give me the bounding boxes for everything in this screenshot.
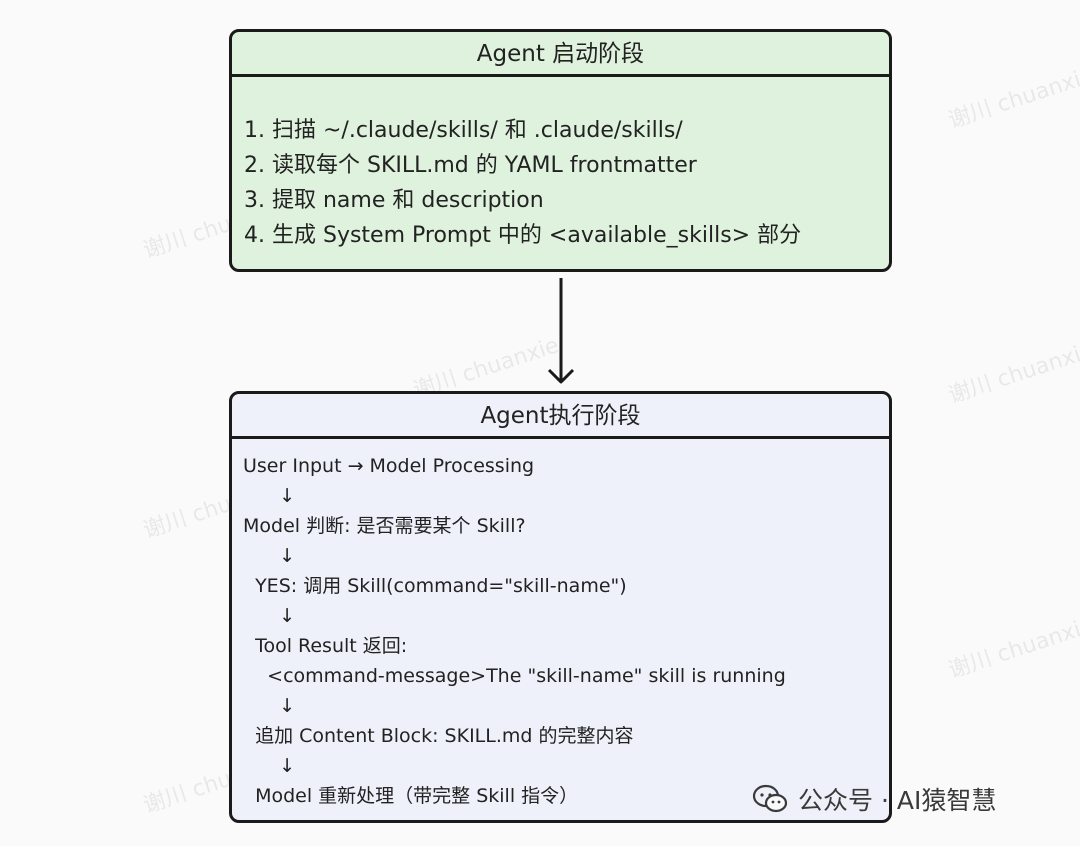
execution-phase-title: Agent执行阶段 bbox=[232, 394, 889, 439]
startup-phase-title: Agent 启动阶段 bbox=[232, 32, 889, 77]
flow-arrow: ↓ bbox=[243, 485, 296, 507]
startup-phase-box: Agent 启动阶段 1. 扫描 ~/.claude/skills/ 和 .cl… bbox=[229, 29, 892, 272]
flow-arrow: ↓ bbox=[243, 755, 296, 777]
flow-line: Model 重新处理（带完整 Skill 指令） bbox=[243, 785, 579, 807]
flow-line: Tool Result 返回: bbox=[243, 635, 408, 657]
execution-phase-box: Agent执行阶段 User Input → Model Processing … bbox=[229, 391, 892, 823]
startup-step: 3. 提取 name 和 description bbox=[244, 188, 544, 213]
flow-line: Model 判断: 是否需要某个 Skill? bbox=[243, 515, 526, 537]
flow-arrow: ↓ bbox=[243, 605, 296, 627]
flow-arrow: ↓ bbox=[243, 695, 296, 717]
wechat-icon bbox=[752, 784, 788, 813]
watermark: 谢川 chuanxie bbox=[945, 63, 1080, 134]
flow-line: 追加 Content Block: SKILL.md 的完整内容 bbox=[243, 725, 634, 747]
watermark: 谢川 chuanxie bbox=[945, 338, 1080, 409]
flow-line: User Input → Model Processing bbox=[243, 455, 535, 477]
startup-step: 1. 扫描 ~/.claude/skills/ 和 .claude/skills… bbox=[244, 118, 683, 143]
account-name: 公众号 · AI猿智慧 bbox=[798, 786, 997, 815]
startup-step: 4. 生成 System Prompt 中的 <available_skills… bbox=[244, 223, 802, 248]
wechat-account-badge: 公众号 · AI猿智慧 bbox=[752, 781, 996, 817]
flow-line: YES: 调用 Skill(command="skill-name") bbox=[243, 575, 627, 597]
flow-line: <command-message>The "skill-name" skill … bbox=[243, 665, 786, 687]
watermark: 谢川 chuanxie bbox=[945, 613, 1080, 684]
down-arrow-connector bbox=[547, 278, 575, 384]
execution-flow: User Input → Model Processing ↓ Model 判断… bbox=[232, 439, 889, 811]
startup-phase-steps: 1. 扫描 ~/.claude/skills/ 和 .claude/skills… bbox=[232, 77, 889, 253]
flow-arrow: ↓ bbox=[243, 545, 296, 567]
startup-step: 2. 读取每个 SKILL.md 的 YAML frontmatter bbox=[244, 153, 697, 178]
